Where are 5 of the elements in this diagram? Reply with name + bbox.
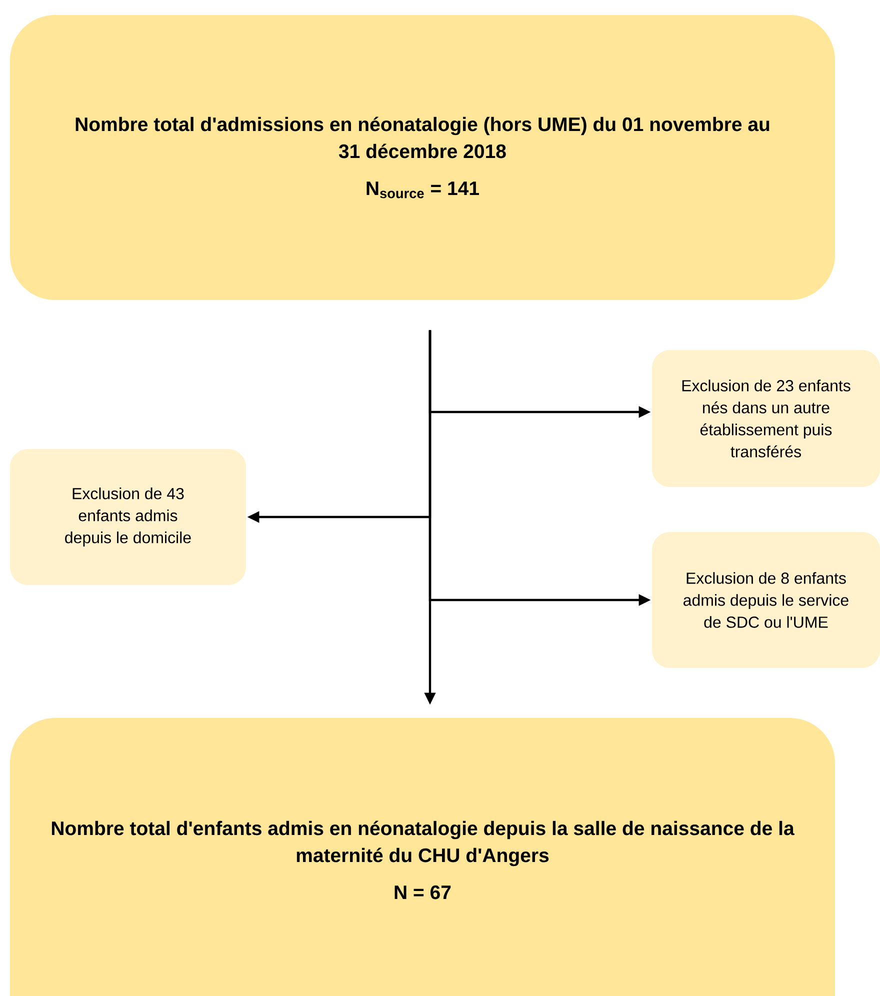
process-box: Nombre total d'admissions en néonatalogie (hors UME) du 01 novembre au 31 décembre 2018 N$_{source}$ = 141 (10, 15, 835, 300)
exclusion-box: Exclusion de 23 enfants nés dans un autre établissement puis transférés (652, 350, 880, 487)
process-box: Nombre total d'enfants admis en néonatalogie depuis la salle de naissance de la maternité du CHU d'Angers N = 67 (10, 718, 835, 996)
exclusion-box: Exclusion de 43 enfants admis depuis le domicile (10, 449, 246, 585)
exclusion-box: Exclusion de 8 enfants admis depuis le service de SDC ou l'UME (652, 532, 880, 668)
